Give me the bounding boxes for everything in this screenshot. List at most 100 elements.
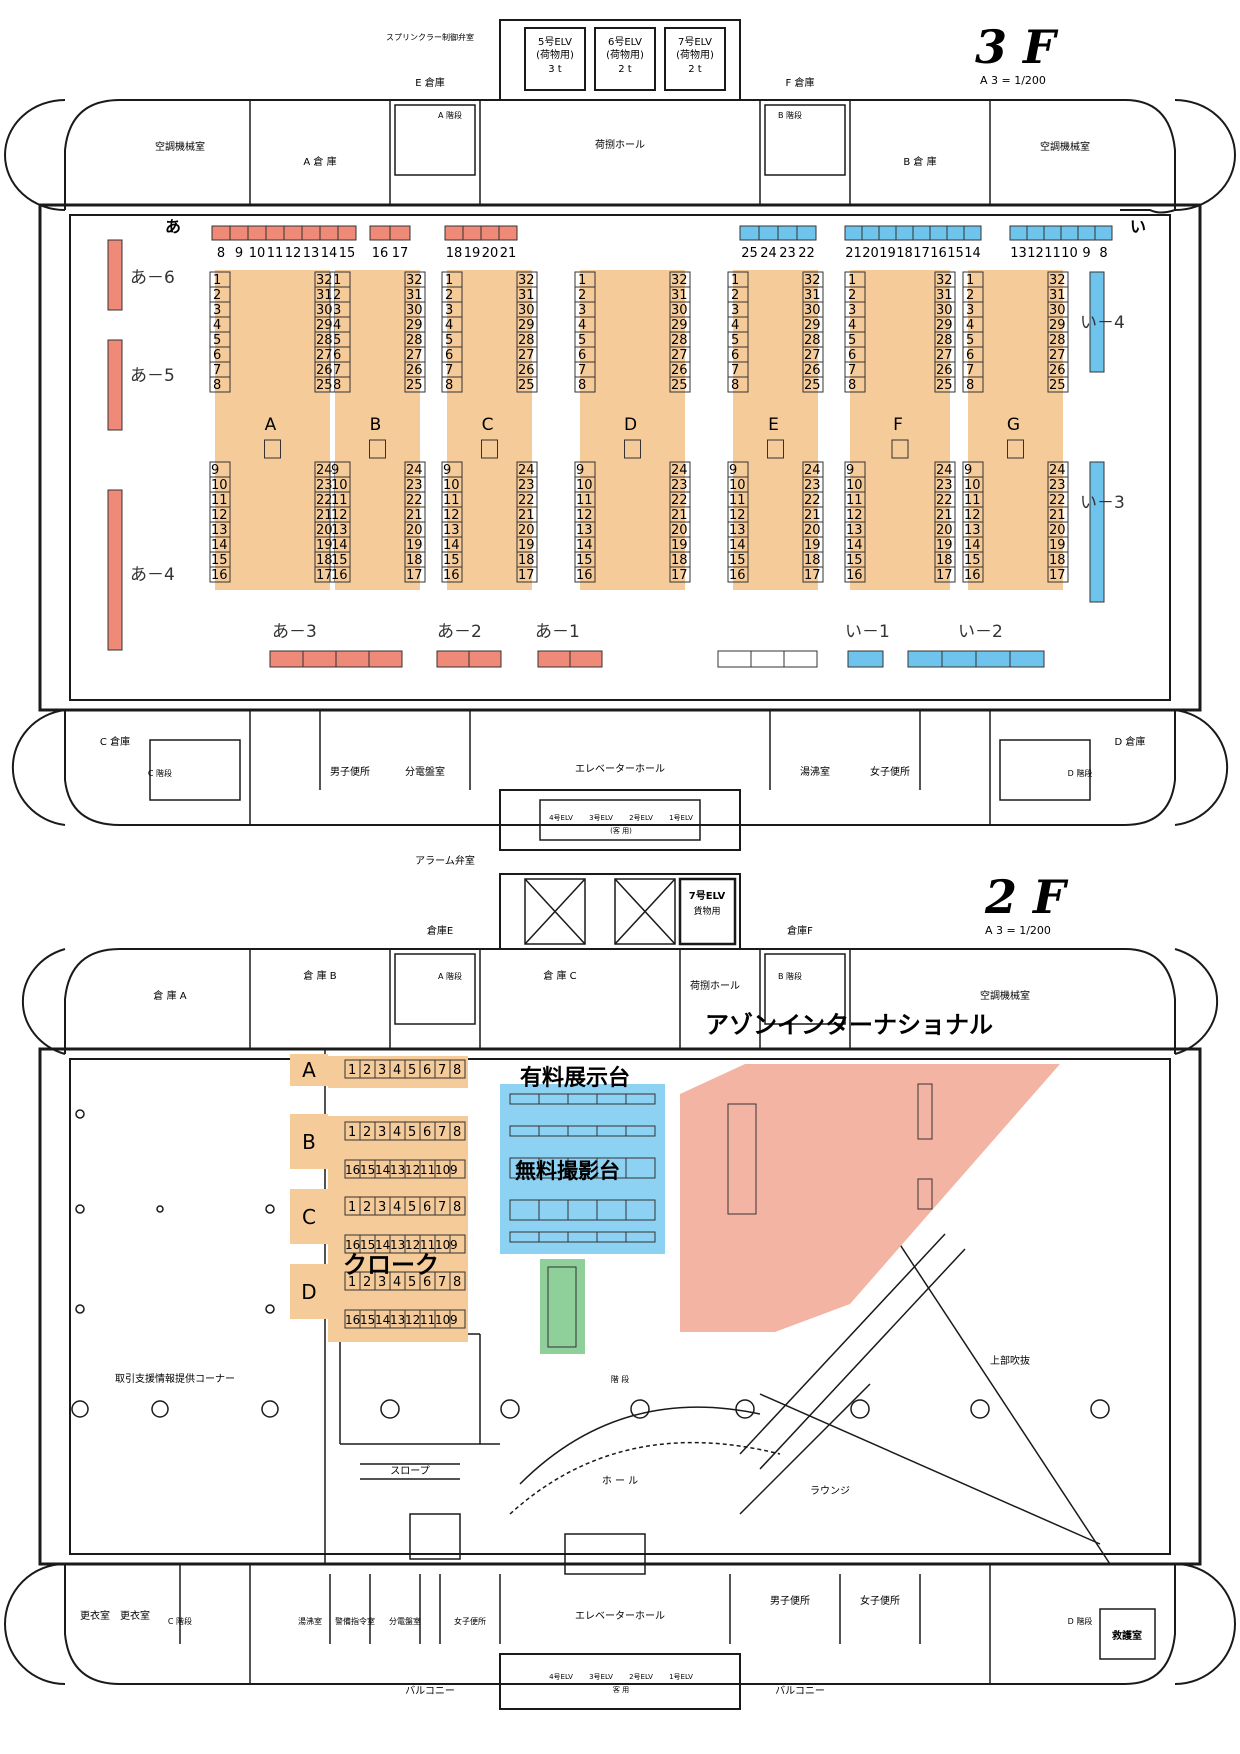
row-D-bottom-num: 14 bbox=[375, 1313, 390, 1327]
a-side-booth-2 bbox=[107, 339, 123, 431]
island-A-right-bottom-num: 24 bbox=[316, 463, 333, 478]
island-A-right-bottom-num: 21 bbox=[316, 508, 333, 523]
paid-display-area bbox=[500, 1084, 665, 1254]
island-G-right-bottom-num: 19 bbox=[1049, 538, 1066, 553]
a-top-booth bbox=[211, 225, 231, 241]
row-B-bottom-num: 14 bbox=[375, 1163, 390, 1177]
island-A-label: A bbox=[265, 415, 277, 435]
island-C-left-bottom-num: 14 bbox=[443, 538, 460, 553]
island-B-right-top-num: 31 bbox=[406, 288, 423, 303]
a-top-1617-number: 17 bbox=[392, 246, 409, 261]
island-D-right-top-num: 30 bbox=[671, 303, 688, 318]
row-C-bottom-num: 9 bbox=[450, 1238, 458, 1252]
a3-booth bbox=[335, 650, 370, 668]
island-booth bbox=[574, 566, 596, 583]
a-top-1617-booth bbox=[389, 225, 411, 241]
row-D-area bbox=[328, 1266, 468, 1342]
island-F-right-bottom-num: 22 bbox=[936, 493, 953, 508]
island-booth bbox=[844, 376, 866, 393]
paid-display-table bbox=[625, 1093, 656, 1105]
island-G-left-top-num: 4 bbox=[966, 318, 974, 333]
island-C-left-bottom-num: 12 bbox=[443, 508, 460, 523]
island-D-right-top-num: 32 bbox=[671, 273, 688, 288]
island-booth bbox=[802, 376, 824, 393]
row-B-bottom-num: 11 bbox=[420, 1163, 435, 1177]
room-kettle: 湯沸室 bbox=[800, 765, 830, 778]
island-B-right-top-num: 27 bbox=[406, 348, 423, 363]
island-booth bbox=[441, 566, 463, 583]
island-G-pillar bbox=[1007, 439, 1024, 459]
room-cargo-hall-2f: 荷捌ホール bbox=[690, 979, 740, 992]
row-D-tag bbox=[290, 1264, 328, 1319]
i-top-2522-booth bbox=[739, 225, 760, 241]
island-F-right-top-num: 32 bbox=[936, 273, 953, 288]
row-C-label: C bbox=[302, 1205, 316, 1229]
island-F-left-bottom-num: 12 bbox=[846, 508, 863, 523]
island-B-right-top-num: 30 bbox=[406, 303, 423, 318]
row-D-bottom-num: 9 bbox=[450, 1313, 458, 1327]
a-top-booth bbox=[265, 225, 285, 241]
row-C-booth bbox=[449, 1234, 466, 1254]
island-C-right-bottom-num: 22 bbox=[518, 493, 535, 508]
room-womens-left: 女子便所 bbox=[454, 1616, 486, 1626]
island-A-left-bottom-num: 9 bbox=[211, 463, 219, 478]
room-hall-2f: ホ ー ル bbox=[602, 1475, 638, 1487]
room-security: 警備指令室 bbox=[335, 1616, 375, 1626]
island-D-right-bottom-num: 17 bbox=[671, 568, 688, 583]
row-A-top-num: 1 bbox=[348, 1063, 356, 1078]
island-E-right-bottom-num: 23 bbox=[804, 478, 821, 493]
i-top-2114-booth bbox=[929, 225, 948, 241]
a-top-number: 15 bbox=[339, 246, 356, 261]
room-elv2-2f: 2号ELV bbox=[629, 1673, 653, 1681]
room-elv7-2f-sub: 貨物用 bbox=[693, 905, 720, 917]
island-B-left-bottom-num: 10 bbox=[331, 478, 348, 493]
island-G-left-bottom-num: 14 bbox=[964, 538, 981, 553]
island-C-right-bottom-num: 21 bbox=[518, 508, 535, 523]
row-D-bottom-num: 10 bbox=[435, 1313, 450, 1327]
island-A-right-bottom-num: 18 bbox=[316, 553, 333, 568]
room-e-storage: E 倉庫 bbox=[415, 76, 445, 89]
island-C-left-top-num: 2 bbox=[445, 288, 453, 303]
room-storage-e: 倉庫E bbox=[427, 924, 453, 937]
island-D-left-bottom-num: 9 bbox=[576, 463, 584, 478]
island-G-left-bottom-num: 12 bbox=[964, 508, 981, 523]
i-top-2114-booth bbox=[963, 225, 982, 241]
row-B-bottom-num: 16 bbox=[345, 1163, 360, 1177]
island-C-left-bottom-num: 16 bbox=[443, 568, 460, 583]
island-D-right-top-num: 28 bbox=[671, 333, 688, 348]
row-D-top-num: 2 bbox=[363, 1275, 371, 1290]
island-D-label: D bbox=[624, 415, 637, 435]
a3-booth bbox=[302, 650, 337, 668]
i-top-138-booth bbox=[1094, 225, 1113, 241]
island-C-left-bottom-num: 9 bbox=[443, 463, 451, 478]
room-rescue: 救護室 bbox=[1112, 1629, 1142, 1642]
island-C-right-top-num: 29 bbox=[518, 318, 535, 333]
island-C-pillar bbox=[481, 439, 498, 459]
island-G-left-bottom-num: 16 bbox=[964, 568, 981, 583]
row-D-bottom-num: 12 bbox=[405, 1313, 420, 1327]
island-E-right-top-num: 28 bbox=[804, 333, 821, 348]
island-C-right-bottom-num: 23 bbox=[518, 478, 535, 493]
row-C-bottom-num: 13 bbox=[390, 1238, 405, 1252]
i-top-2522-booth bbox=[796, 225, 817, 241]
island-G-label: G bbox=[1007, 415, 1020, 435]
row-A-top-num: 7 bbox=[438, 1063, 446, 1078]
room-c-storage: C 倉庫 bbox=[100, 735, 130, 748]
island-booth bbox=[209, 566, 231, 583]
island-booth bbox=[802, 566, 824, 583]
island-C-left-top-num: 4 bbox=[445, 318, 453, 333]
row-A-area bbox=[328, 1056, 468, 1088]
i-top-2114-number: 18 bbox=[896, 246, 913, 261]
exhibitor-table bbox=[727, 1103, 757, 1215]
island-E-left-bottom-num: 13 bbox=[729, 523, 746, 538]
island-B-left-bottom-num: 11 bbox=[331, 493, 348, 508]
island-F-right-bottom-num: 17 bbox=[936, 568, 953, 583]
row-B-label: B bbox=[302, 1130, 316, 1154]
island-booth bbox=[329, 376, 351, 393]
island-A-left-bottom-num: 14 bbox=[211, 538, 228, 553]
island-D-right-top-num: 27 bbox=[671, 348, 688, 363]
room-elv3-2f: 3号ELV bbox=[589, 1673, 613, 1681]
room-lounge: ラウンジ bbox=[810, 1485, 850, 1497]
row-D-top-num: 6 bbox=[423, 1275, 431, 1290]
i2-booth bbox=[941, 650, 977, 668]
